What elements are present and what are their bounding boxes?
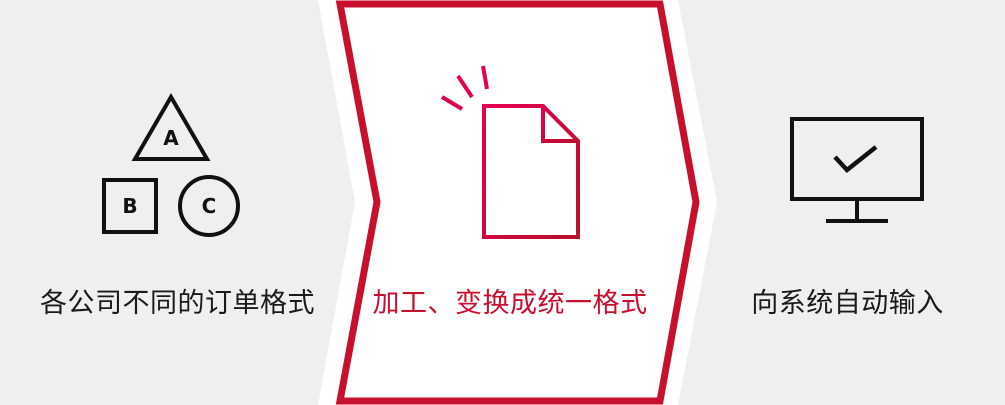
icon-letter-b: B bbox=[122, 194, 137, 218]
step-2-label: 加工、变换成统一格式 bbox=[372, 288, 648, 319]
icon-letter-a: A bbox=[163, 126, 179, 150]
sparkle-icon bbox=[440, 65, 489, 111]
abc-shapes-icon bbox=[102, 93, 240, 237]
step-3-panel bbox=[678, 0, 1005, 405]
document-icon bbox=[482, 104, 580, 239]
icon-letter-c: C bbox=[202, 194, 217, 218]
step-1-label: 各公司不同的订单格式 bbox=[40, 288, 315, 319]
monitor-check-icon bbox=[790, 117, 924, 223]
step-3-label: 向系统自动输入 bbox=[751, 288, 944, 319]
step-1-panel bbox=[0, 0, 355, 405]
step-2-panel bbox=[335, 0, 700, 405]
